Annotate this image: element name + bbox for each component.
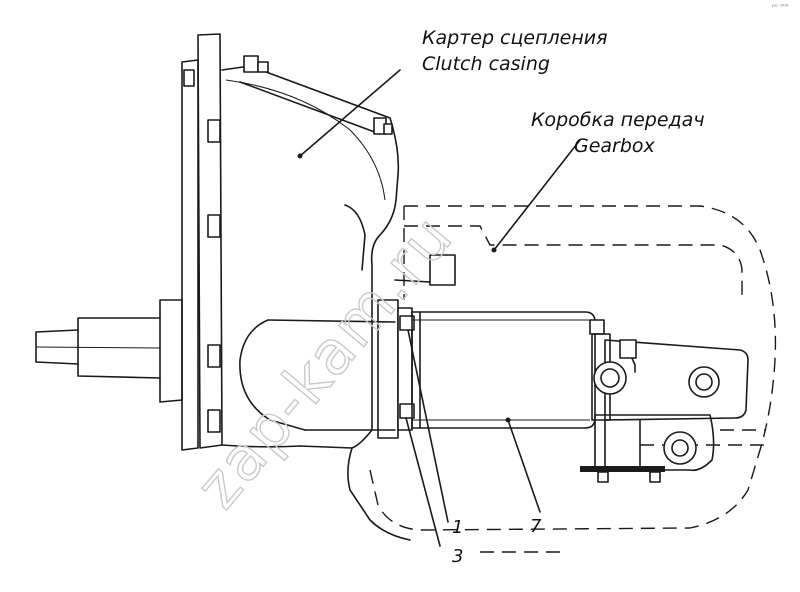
clutch-casing-label-en: Clutch casing xyxy=(422,53,550,75)
callout-1: 1 xyxy=(452,517,463,538)
leader-lines xyxy=(297,69,581,547)
valve-unit xyxy=(580,339,749,483)
callout-3: 3 xyxy=(452,546,463,567)
gearbox-housing xyxy=(369,205,777,553)
corner-mark: ᵖᵒ ⁰⁰⁰ xyxy=(772,3,789,11)
servo-cylinder xyxy=(377,299,611,439)
callout-7: 7 xyxy=(530,516,542,537)
gearbox-label-en: Gearbox xyxy=(574,135,656,157)
clutch-casing xyxy=(159,33,456,541)
gearbox-label-ru: Коробка передач xyxy=(531,109,705,131)
watermark: zap-kam.ru xyxy=(183,202,467,522)
clutch-casing-label-ru: Картер сцепления xyxy=(422,27,608,49)
input-shaft xyxy=(35,317,161,379)
